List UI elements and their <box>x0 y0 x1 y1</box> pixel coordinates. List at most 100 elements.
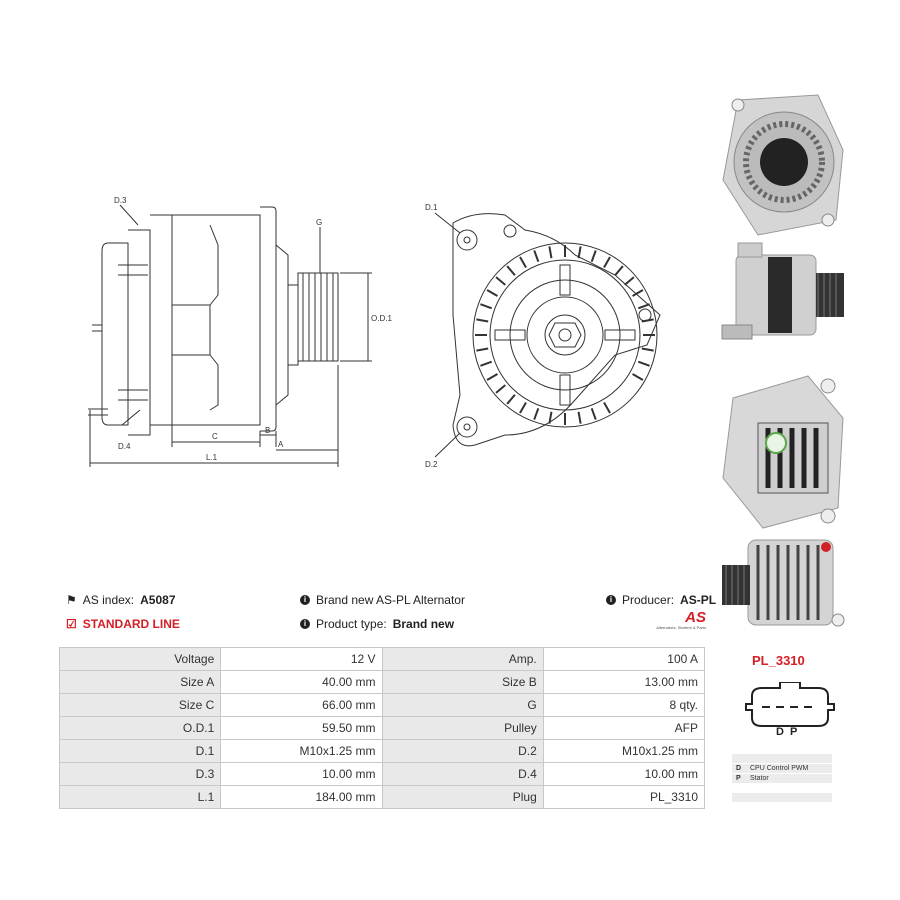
plug-title: PL_3310 <box>752 653 805 668</box>
legend-row-d: D CPU Control PWM <box>732 764 832 774</box>
cooling-fin <box>506 394 516 405</box>
spec-key: Size B <box>381 670 544 694</box>
spec-key: Size C <box>58 693 222 717</box>
spec-value: 184.00 mm <box>220 785 383 809</box>
legend-desc: Stator <box>750 775 769 782</box>
spec-value: PL_3310 <box>542 785 706 809</box>
legend-code: D <box>736 765 742 772</box>
cooling-fin <box>614 265 624 276</box>
spec-value: 8 qty. <box>542 693 706 717</box>
label-d1: D.1 <box>425 203 438 212</box>
spec-value: M10x1.25 mm <box>542 739 706 763</box>
info-icon: i <box>300 619 310 629</box>
product-type-value: Brand new <box>392 617 455 631</box>
cooling-fin <box>548 411 553 424</box>
product-photo-angle <box>718 535 850 635</box>
plug-diagram <box>745 682 835 727</box>
spec-key: O.D.1 <box>58 716 222 740</box>
spec-value: AFP <box>542 716 706 740</box>
legend-row-p: P Stator <box>732 774 832 784</box>
cooling-fin <box>632 373 644 381</box>
producer: i Producer: AS-PL <box>606 593 716 607</box>
label-d2: D.2 <box>425 460 438 469</box>
product-photo-rear <box>718 368 850 533</box>
label-l1: L.1 <box>206 453 218 462</box>
legend-desc: CPU Control PWM <box>750 765 809 772</box>
producer-label: Producer: <box>622 593 675 607</box>
product-type-label: Product type: <box>316 617 387 631</box>
cooling-fin <box>533 250 540 263</box>
cooling-fin <box>519 402 527 414</box>
legend-code: P <box>736 775 741 782</box>
spec-key: Pulley <box>381 716 544 740</box>
label-a: A <box>278 440 284 449</box>
cooling-fin <box>624 276 635 286</box>
standard-line-label: STANDARD LINE <box>82 617 180 631</box>
spec-key: Amp. <box>381 647 544 671</box>
cooling-fin <box>486 373 498 381</box>
cooling-fin <box>476 347 489 352</box>
brand-text: Brand new AS-PL Alternator <box>316 593 465 607</box>
spec-key: D.1 <box>58 739 222 763</box>
cooling-fin <box>495 276 506 286</box>
cooling-fin <box>476 318 489 323</box>
spec-key: G <box>381 693 544 717</box>
logo-text: AS <box>685 609 706 626</box>
cooling-fin <box>637 360 650 367</box>
spec-value: 100 A <box>542 647 706 671</box>
cooling-fin <box>480 303 493 310</box>
spec-value: 40.00 mm <box>220 670 383 694</box>
cooling-fin <box>548 246 553 259</box>
front-view-drawing: D.1 D.2 <box>425 203 661 469</box>
cooling-fin <box>637 303 650 310</box>
label-b: B <box>265 426 270 435</box>
spec-value: 10.00 mm <box>542 762 706 786</box>
cooling-fin <box>480 360 493 367</box>
cooling-fin <box>603 256 611 268</box>
spec-key: D.4 <box>381 762 544 786</box>
spec-value: 12 V <box>220 647 383 671</box>
legend-spacer <box>732 793 832 803</box>
cooling-fin <box>603 402 611 414</box>
info-icon: i <box>606 595 616 605</box>
cooling-fin <box>590 250 597 263</box>
as-index: ⚑ AS index: A5087 <box>66 593 176 607</box>
cooling-fins <box>475 245 655 425</box>
label-d3: D.3 <box>114 196 127 205</box>
tag-icon: ⚑ <box>66 593 77 607</box>
cooling-fin <box>590 407 597 420</box>
spec-key: Plug <box>381 785 544 809</box>
cooling-fin <box>632 289 644 297</box>
label-c: C <box>212 432 218 441</box>
producer-value: AS-PL <box>680 593 717 607</box>
logo-tagline: Alternators, Starters & Parts <box>656 625 706 630</box>
brand-info: i Brand new AS-PL Alternator <box>300 593 465 607</box>
cooling-fin <box>519 256 527 268</box>
label-g: G <box>316 218 322 227</box>
spec-value: M10x1.25 mm <box>220 739 383 763</box>
spec-key: Size A <box>58 670 222 694</box>
spec-value: 10.00 mm <box>220 762 383 786</box>
plug-pins-label: D P <box>776 726 798 738</box>
standard-line: ☑ STANDARD LINE <box>66 617 180 631</box>
cooling-fin <box>641 347 654 352</box>
cooling-fin <box>495 384 506 394</box>
side-view-drawing: D.3 G O.D.1 D.4 C B A L.1 <box>88 196 392 467</box>
as-index-value: A5087 <box>140 593 176 607</box>
spec-key: D.3 <box>58 762 222 786</box>
label-d4: D.4 <box>118 442 131 451</box>
spec-key: D.2 <box>381 739 544 763</box>
cooling-fin <box>486 289 498 297</box>
spec-value: 59.50 mm <box>220 716 383 740</box>
product-photo-side <box>718 235 850 365</box>
as-index-label: AS index: <box>82 593 135 607</box>
plug-legend: D CPU Control PWM P Stator <box>732 754 832 803</box>
